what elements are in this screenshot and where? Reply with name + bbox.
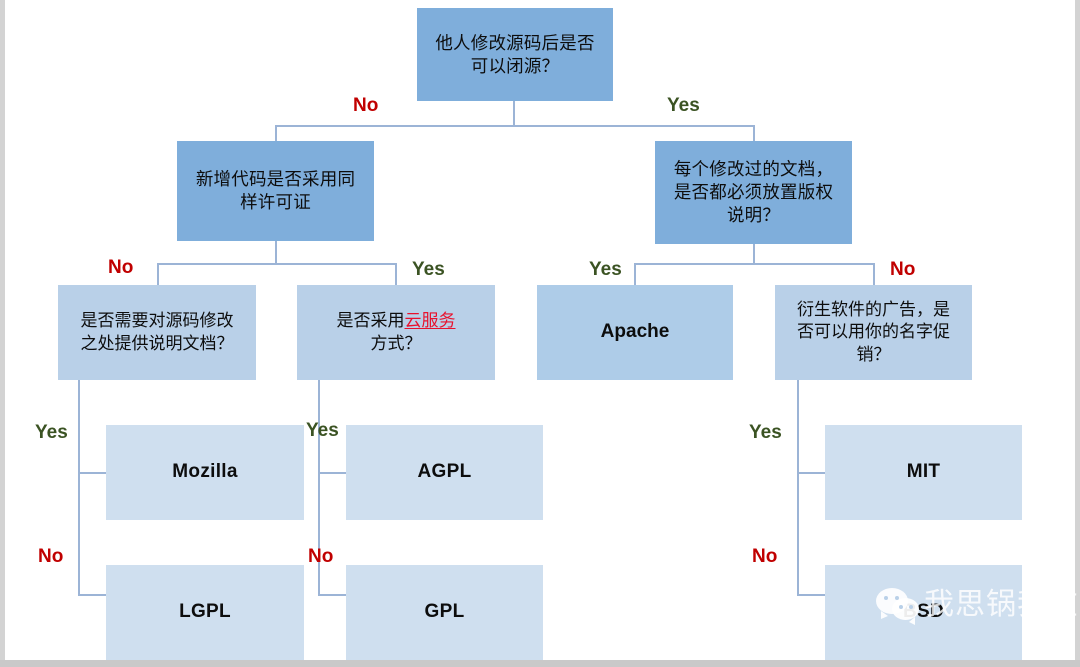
node-apache-license[interactable]: Apache <box>537 285 733 380</box>
node-gpl-label: GPL <box>424 601 465 623</box>
connector-qleft-stem <box>275 240 277 264</box>
connector-qright-to-ad <box>873 263 875 286</box>
node-cloud-line1-highlight: 云服务 <box>404 311 456 331</box>
connector-root-to-right <box>753 125 755 141</box>
node-mit-label: MIT <box>906 461 941 483</box>
node-copyright-line1: 每个修改过的文档， <box>673 159 834 180</box>
edge-label-cloud-no: No <box>308 546 334 567</box>
node-cloud-line1-pre: 是否采用 <box>336 311 405 331</box>
node-mit-license[interactable]: MIT <box>825 425 1022 520</box>
connector-root-stem <box>513 100 515 126</box>
node-bsd-label: BSD <box>902 601 944 623</box>
edge-label-cloud-yes: Yes <box>306 420 339 441</box>
node-agpl-label: AGPL <box>417 461 472 483</box>
node-lgpl-license[interactable]: LGPL <box>106 565 304 660</box>
node-mozilla-label: Mozilla <box>172 461 238 483</box>
connector-qcloud-to-gpl <box>318 594 347 596</box>
edge-label-doc-no: No <box>38 546 64 567</box>
node-doc-required-question[interactable]: 是否需要对源码修改 之处提供说明文档？ <box>58 285 256 380</box>
connector-qdoc-to-lgpl <box>78 594 107 596</box>
edge-label-doc-yes: Yes <box>35 422 68 443</box>
node-advertising-question[interactable]: 衍生软件的广告，是 否可以用你的名字促 销？ <box>775 285 972 380</box>
connector-root-to-left <box>275 125 277 141</box>
connector-qright-stem <box>753 243 755 264</box>
node-mozilla-license[interactable]: Mozilla <box>106 425 304 520</box>
connector-qright-to-apache <box>634 263 636 286</box>
node-root-question[interactable]: 他人修改源码后是否 可以闭源？ <box>417 8 613 101</box>
node-copyright-notice-question[interactable]: 每个修改过的文档， 是否都必须放置版权 说明？ <box>655 141 852 244</box>
node-same-license-line1: 新增代码是否采用同 <box>195 169 356 190</box>
edge-label-left-no: No <box>108 257 134 278</box>
frame-border-right <box>1075 0 1080 667</box>
connector-qdoc-to-mozilla <box>78 472 107 474</box>
edge-label-root-yes: Yes <box>667 95 700 116</box>
node-root-line1: 他人修改源码后是否 <box>435 32 595 53</box>
node-ad-line1: 衍生软件的广告，是 <box>797 300 950 320</box>
connector-qleft-bar <box>157 263 396 265</box>
edge-label-ad-yes: Yes <box>749 422 782 443</box>
edge-label-ad-no: No <box>752 546 778 567</box>
node-cloud-line2: 方式？ <box>370 333 422 353</box>
edge-label-right-yes: Yes <box>589 259 622 280</box>
connector-qcloud-trunk <box>318 380 320 595</box>
node-agpl-license[interactable]: AGPL <box>346 425 543 520</box>
connector-qad-trunk <box>797 380 799 595</box>
node-doc-line2: 之处提供说明文档？ <box>80 333 234 353</box>
node-cloud-service-question[interactable]: 是否采用云服务 方式？ <box>297 285 495 380</box>
connector-qad-to-mit <box>797 472 826 474</box>
connector-qleft-to-cloud <box>395 263 397 286</box>
node-apache-label: Apache <box>600 321 670 343</box>
node-gpl-license[interactable]: GPL <box>346 565 543 660</box>
node-ad-line3: 销？ <box>856 344 891 364</box>
connector-qad-to-bsd <box>797 594 826 596</box>
connector-qright-bar <box>634 263 874 265</box>
frame-border-left <box>0 0 5 667</box>
connector-qdoc-trunk <box>78 380 80 595</box>
frame-border-bottom <box>0 660 1080 667</box>
node-root-line2: 可以闭源？ <box>470 55 560 76</box>
node-same-license-question[interactable]: 新增代码是否采用同 样许可证 <box>177 141 374 241</box>
edge-label-left-yes: Yes <box>412 259 445 280</box>
edge-label-root-no: No <box>353 95 379 116</box>
node-copyright-line2: 是否都必须放置版权 <box>673 182 834 203</box>
edge-label-right-no: No <box>890 259 916 280</box>
node-bsd-license[interactable]: BSD <box>825 565 1022 660</box>
node-copyright-line3: 说明？ <box>726 204 781 225</box>
node-doc-line1: 是否需要对源码修改 <box>80 311 234 331</box>
connector-qleft-to-doc <box>157 263 159 286</box>
connector-root-bar <box>275 125 754 127</box>
node-lgpl-label: LGPL <box>179 601 231 623</box>
connector-qcloud-to-agpl <box>318 472 347 474</box>
node-ad-line2: 否可以用你的名字促 <box>797 322 950 342</box>
node-same-license-line2: 样许可证 <box>240 192 311 212</box>
